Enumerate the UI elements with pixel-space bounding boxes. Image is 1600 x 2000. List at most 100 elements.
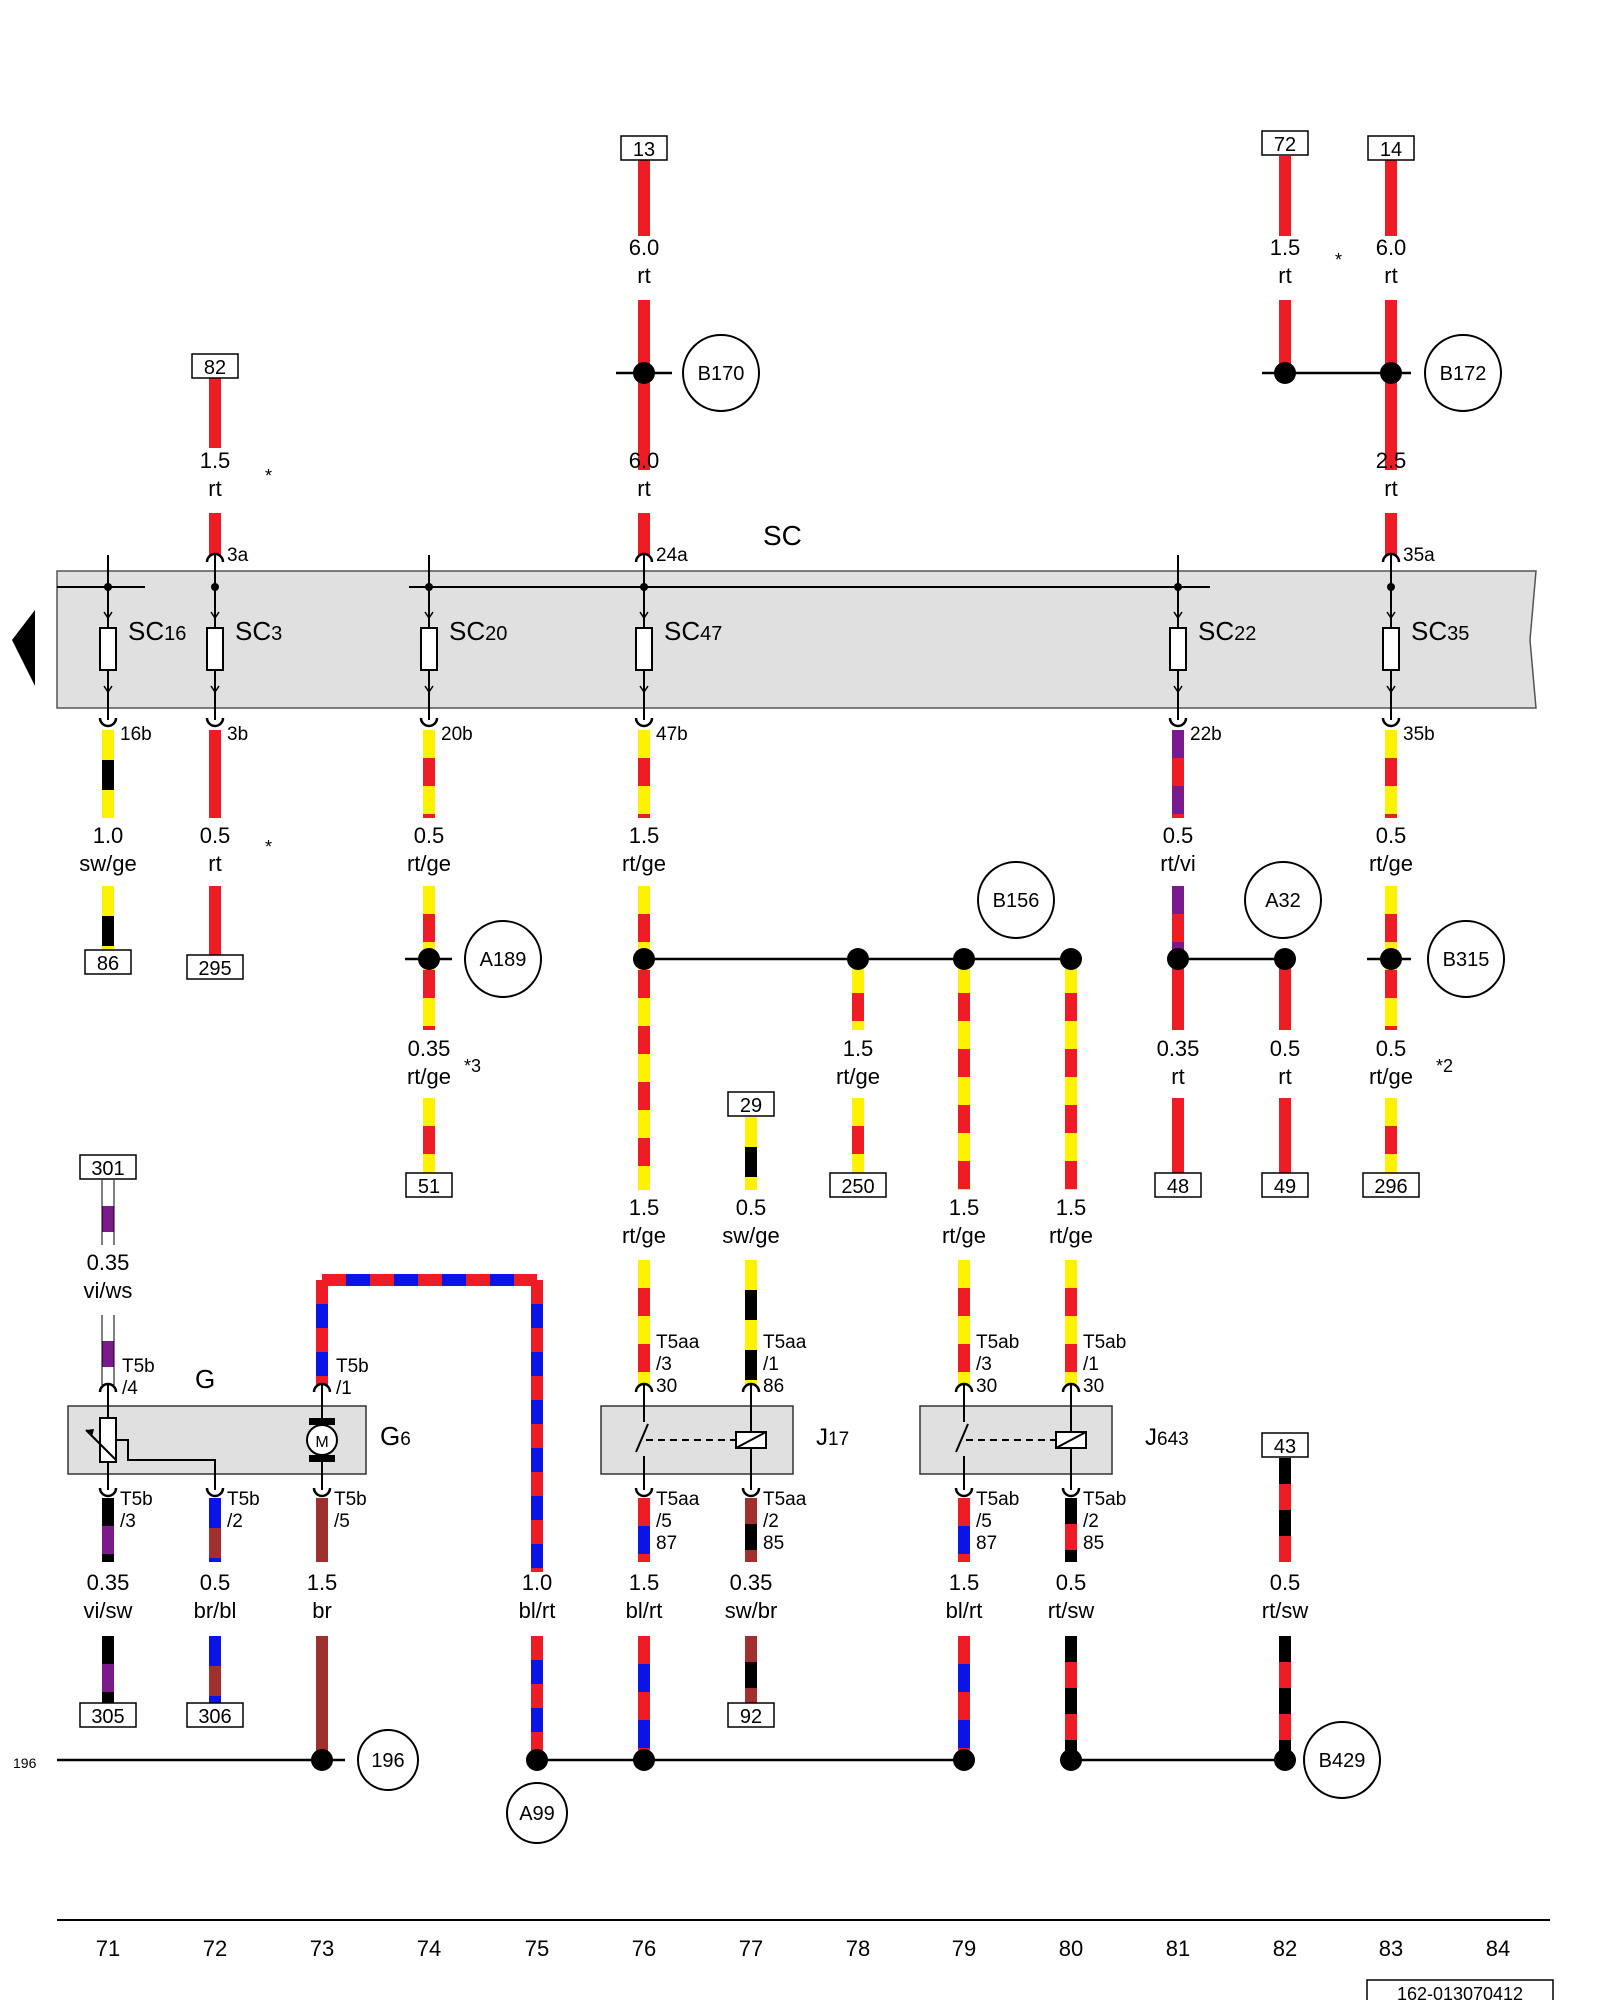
wire-size-label: 1.5: [1056, 1195, 1087, 1220]
terminal-label[interactable]: 13: [633, 139, 655, 161]
terminal-label[interactable]: 82: [204, 357, 226, 379]
reference-label[interactable]: B172: [1440, 363, 1487, 385]
reference-label[interactable]: B170: [698, 363, 745, 385]
reference-circle-c196[interactable]: [357, 1729, 419, 1791]
reference-label[interactable]: A99: [519, 1803, 555, 1825]
pin-label: T5b: [334, 1489, 367, 1510]
connector-arc-icon: [1061, 1487, 1081, 1498]
terminal-label[interactable]: 86: [97, 953, 119, 975]
pin-label: T5aa: [763, 1489, 807, 1510]
splice-dot: [1274, 362, 1296, 384]
terminal-label[interactable]: 301: [91, 1158, 124, 1180]
axis-label: 80: [1059, 1936, 1083, 1961]
wire-color-label: sw/br: [725, 1598, 778, 1623]
axis-label: 82: [1273, 1936, 1297, 1961]
terminal-label[interactable]: 43: [1274, 1436, 1296, 1458]
pin-label: 30: [656, 1376, 677, 1397]
chevron-down-icon: [424, 611, 434, 620]
reference-circle-A32[interactable]: [1244, 861, 1322, 939]
terminal-label[interactable]: 29: [740, 1095, 762, 1117]
terminal-label[interactable]: 306: [198, 1706, 231, 1728]
pin-label: /5: [656, 1511, 672, 1532]
axis-label: 76: [632, 1936, 656, 1961]
fuse-label[interactable]: SC47: [664, 616, 722, 646]
connector-arc-icon: [205, 717, 225, 728]
component-label-j17[interactable]: J17: [816, 1424, 849, 1451]
terminal-label[interactable]: 92: [740, 1706, 762, 1728]
reference-circle-B170[interactable]: [682, 334, 760, 412]
reference-circle-B315[interactable]: [1427, 920, 1505, 998]
reference-circle-A189[interactable]: [464, 920, 542, 998]
reference-circle-B172[interactable]: [1424, 334, 1502, 412]
reference-circle-B429[interactable]: [1303, 1721, 1381, 1799]
terminal-box-43: [1261, 1432, 1309, 1458]
terminal-label[interactable]: 296: [1374, 1176, 1407, 1198]
terminal-label[interactable]: 51: [418, 1176, 440, 1198]
reference-label[interactable]: B156: [993, 890, 1040, 912]
component-label-g[interactable]: G: [195, 1364, 215, 1394]
wire-color-label: rt: [637, 476, 650, 501]
wire-color-label: rt: [637, 263, 650, 288]
terminal-box-86: [84, 949, 132, 975]
fuse-label[interactable]: SC16: [128, 616, 186, 646]
pin-label: T5aa: [656, 1489, 700, 1510]
fuse-icon: [635, 627, 653, 671]
reference-label[interactable]: A32: [1265, 890, 1301, 912]
wire-size-label: 1.0: [93, 823, 124, 848]
reference-circle-A99[interactable]: [506, 1782, 568, 1844]
note-mark: *: [1335, 250, 1342, 270]
chevron-down-icon: [103, 611, 113, 620]
axis-label: 72: [203, 1936, 227, 1961]
wire-color-label: rt/sw: [1048, 1598, 1095, 1623]
splice-dot: [953, 948, 975, 970]
terminal-box-305: [79, 1702, 137, 1728]
connector-arc-icon: [312, 1487, 332, 1498]
wire-color-label: rt: [1278, 1064, 1291, 1089]
wire-size-label: 0.35: [730, 1570, 773, 1595]
terminal-label[interactable]: 305: [91, 1706, 124, 1728]
connector-label: 22b: [1190, 724, 1222, 745]
terminal-label[interactable]: 295: [198, 958, 231, 980]
terminal-label[interactable]: 250: [841, 1176, 874, 1198]
reference-label[interactable]: B429: [1319, 1750, 1366, 1772]
connector-arc-icon: [98, 1487, 118, 1498]
wire-color-label: rt: [1384, 476, 1397, 501]
fuse-label[interactable]: SC22: [1198, 616, 1256, 646]
terminal-label[interactable]: 49: [1274, 1176, 1296, 1198]
pin-label: /1: [763, 1354, 779, 1375]
reference-circle-B156[interactable]: [977, 861, 1055, 939]
fuse-label[interactable]: SC3: [235, 616, 282, 646]
note-mark: *2: [1436, 1056, 1453, 1076]
connector-arc-icon: [419, 717, 439, 728]
terminal-label[interactable]: 48: [1167, 1176, 1189, 1198]
wire-color-label: rt: [208, 476, 221, 501]
wire-size-label: 0.5: [1376, 823, 1407, 848]
wire-color-label: br: [312, 1598, 332, 1623]
reference-label[interactable]: A189: [480, 949, 527, 971]
splice-dot-a189: [418, 948, 440, 970]
pin-label: 87: [656, 1533, 677, 1554]
pin-label: 30: [1083, 1376, 1104, 1397]
motor-brush-icon: [309, 1418, 335, 1425]
connector-arc-icon: [312, 1382, 332, 1393]
terminal-box-295: [186, 954, 244, 980]
bus-label: SC: [763, 520, 802, 551]
terminal-box-306: [186, 1702, 244, 1728]
fuse-label[interactable]: SC35: [1411, 616, 1469, 646]
fuse-icon: [1382, 627, 1400, 671]
component-label-g6[interactable]: G6: [380, 1421, 411, 1451]
chevron-down-icon: [639, 611, 649, 620]
reference-label[interactable]: B315: [1443, 949, 1490, 971]
pin-label: T5b: [227, 1489, 260, 1510]
axis-label: 77: [739, 1936, 763, 1961]
reference-label[interactable]: 196: [371, 1750, 404, 1772]
component-label-j643[interactable]: J643: [1145, 1424, 1189, 1451]
terminal-label[interactable]: 14: [1380, 139, 1402, 161]
splice-dot-b172: [1380, 362, 1402, 384]
relay-switch-icon: [635, 1423, 649, 1453]
fuse-label[interactable]: SC20: [449, 616, 507, 646]
pin-label: /5: [334, 1511, 350, 1532]
splice-dot: [1060, 948, 1082, 970]
terminal-label[interactable]: 72: [1274, 134, 1296, 156]
